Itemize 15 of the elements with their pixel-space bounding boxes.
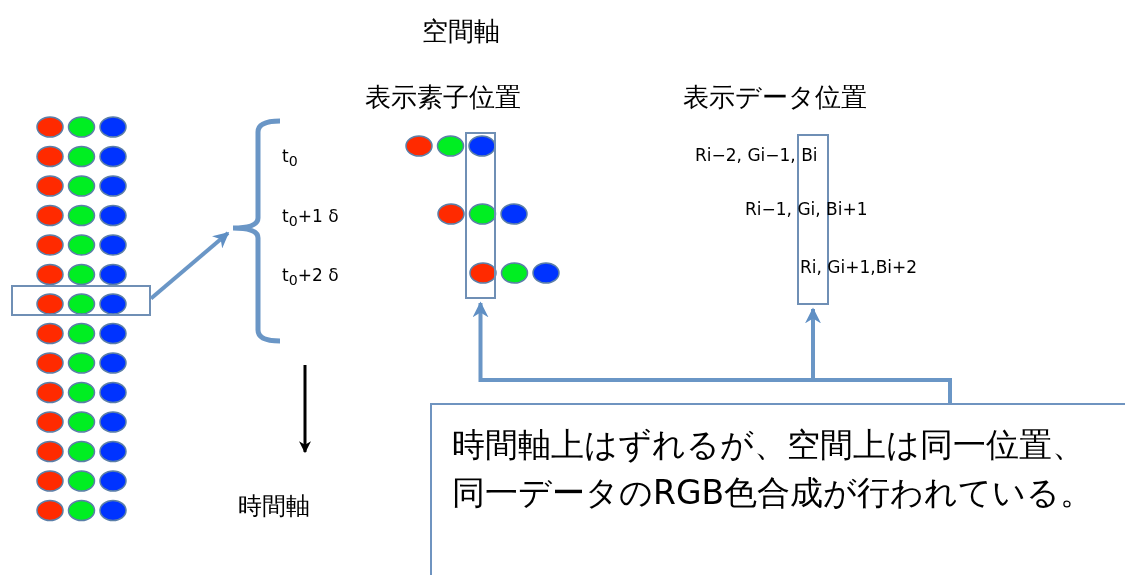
highlight-box: [11, 285, 151, 316]
time-label: t$_{0}$: [282, 146, 298, 170]
time-label: t$_{0}$+2 δ: [282, 265, 339, 289]
axis-label: 空間軸: [422, 15, 500, 48]
column-box: [465, 132, 496, 299]
column-box: [797, 134, 829, 305]
arrow: [149, 231, 230, 301]
arrow: [805, 307, 952, 403]
callout-text-box: 時間軸上はずれるが、空間上は同一位置、同一データのRGB色合成が行われている。: [430, 403, 1125, 575]
column-heading: 表示データ位置: [683, 81, 867, 114]
axis-label: 時間軸: [238, 491, 310, 522]
curly-bracket: [230, 118, 282, 344]
data-position-label: Ri−2, Gi−1, Bi: [695, 145, 818, 165]
time-label: t$_{0}$+1 δ: [282, 206, 339, 230]
column-heading: 表示素子位置: [365, 81, 521, 114]
